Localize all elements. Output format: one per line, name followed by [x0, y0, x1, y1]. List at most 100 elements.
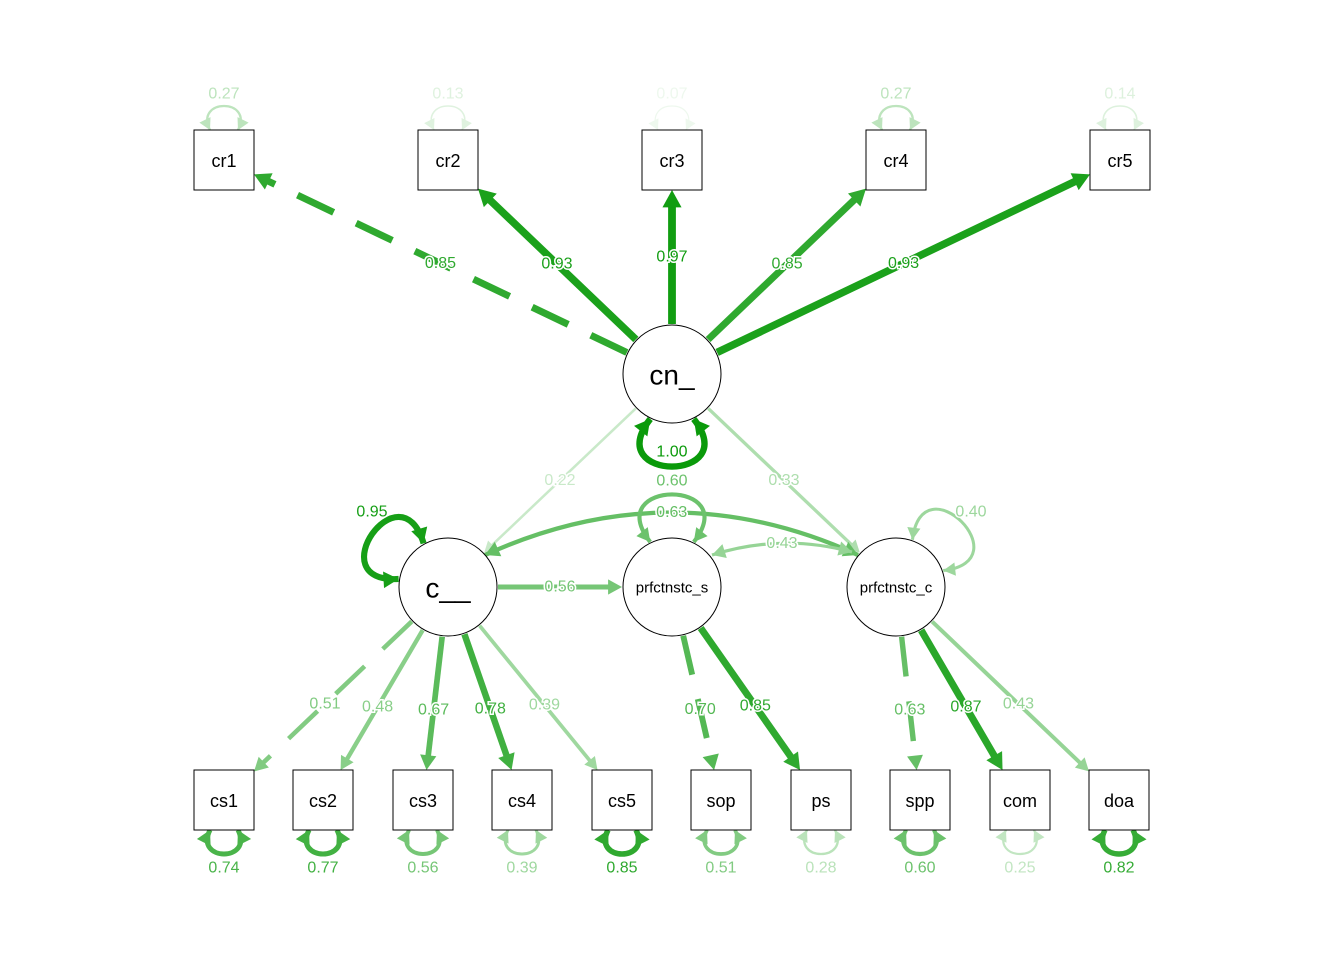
node-label-cs1: cs1 [210, 791, 238, 811]
residual-spp [901, 829, 939, 857]
arrowhead-icon [734, 830, 747, 845]
node-label-cr4: cr4 [883, 151, 908, 171]
covariance-prfctnstc_s-prfctnstc_c [711, 541, 853, 557]
arrowhead-icon [254, 173, 273, 190]
arrowhead-icon [420, 754, 437, 770]
observed-node-cr5 [1089, 129, 1151, 191]
path-label-cn_-cr3: 0.97 [656, 249, 687, 266]
arrowhead-icon [907, 754, 923, 770]
path-label-c__-cs1: 0.51 [309, 695, 340, 712]
path-label-cn_-cr4: 0.85 [772, 256, 803, 273]
path-label-prfctnstc_s-sop: 0.70 [685, 701, 716, 718]
node-label-cr1: cr1 [211, 151, 236, 171]
path-label-c__-prfctnstc_s: 0.56 [544, 579, 575, 596]
arrowhead-icon [485, 541, 502, 557]
node-label-prfctnstc_s: prfctnstc_s [636, 580, 709, 597]
arrowhead-icon [340, 754, 354, 770]
path-cn_-prfctnstc_c [707, 407, 854, 548]
arrowhead-icon [1091, 830, 1106, 847]
path-prfctnstc_s-ps [697, 625, 796, 762]
residual-cs2-label: 0.77 [307, 860, 338, 877]
path-cn_-cr2 [485, 195, 639, 343]
arrowhead-icon [909, 117, 921, 130]
path-label-c__-cs4: 0.78 [475, 700, 506, 717]
arrowhead-icon [662, 190, 682, 208]
arrowhead-icon [837, 541, 852, 556]
arrowhead-icon [635, 830, 650, 847]
residual-doa [1099, 828, 1139, 857]
arrowhead-icon [871, 117, 883, 130]
arrowhead-icon [535, 830, 548, 844]
path-label-prfctnstc_c-doa: 0.43 [1003, 695, 1034, 712]
residual-cs5 [602, 828, 642, 857]
path-c__-cs1 [260, 619, 414, 766]
arrowhead-icon [383, 571, 399, 589]
path-label-prfctnstc_s-ps: 0.85 [740, 698, 771, 715]
arrowhead-icon [695, 830, 708, 845]
path-label-cn_-prfctnstc_c: 0.33 [768, 472, 799, 489]
observed-node-cs1 [193, 769, 255, 831]
path-cn_-cr4 [705, 195, 859, 342]
arrowhead-icon [237, 117, 249, 130]
residual-prfctnstc_s-label: 0.60 [656, 473, 687, 490]
arrowhead-icon [1133, 117, 1144, 130]
node-label-cr3: cr3 [659, 151, 684, 171]
arrowhead-icon [834, 830, 846, 843]
residual-cs1 [205, 828, 243, 857]
arrowhead-icon [702, 753, 719, 770]
arrowhead-icon [436, 830, 450, 845]
arrowhead-icon [424, 117, 435, 130]
residual-cr3-label: 0.07 [656, 86, 687, 103]
arrowhead-icon [498, 752, 515, 770]
arrowhead-icon [907, 527, 921, 540]
path-label-c__-cs5: 0.39 [529, 697, 560, 714]
node-label-c__: c__ [425, 573, 471, 604]
arrowhead-icon [496, 830, 509, 844]
arrowhead-icon [584, 755, 598, 770]
arrowhead-icon [411, 526, 428, 544]
residual-prfctnstc_c-label: 0.40 [955, 504, 986, 521]
arrowhead-icon [1132, 830, 1147, 847]
path-prfctnstc_c-spp [898, 636, 919, 759]
node-label-cs4: cs4 [508, 791, 536, 811]
path-cn_-c__ [489, 407, 637, 548]
observed-node-sop [690, 769, 752, 831]
node-label-spp: spp [905, 791, 934, 811]
arrowhead-icon [295, 830, 310, 847]
node-label-prfctnstc_c: prfctnstc_c [860, 580, 933, 597]
observed-node-ps [790, 769, 852, 831]
residual-cr2 [430, 105, 466, 131]
arrowhead-icon [336, 830, 351, 847]
path-c__-cs3 [425, 636, 445, 759]
node-label-com: com [1003, 791, 1037, 811]
path-c__-cs2 [344, 629, 425, 762]
node-label-doa: doa [1104, 791, 1135, 811]
path-prfctnstc_c-doa [930, 620, 1083, 766]
covariance-c__-prfctnstc_c [484, 510, 859, 557]
node-label-cs5: cs5 [608, 791, 636, 811]
covariance-label: 0.63 [656, 504, 687, 521]
residual-cr1 [206, 104, 242, 131]
residual-spp-label: 0.60 [904, 860, 935, 877]
residual-cs2 [303, 828, 343, 857]
path-cn_-cr1 [264, 176, 629, 356]
node-label-sop: sop [706, 791, 735, 811]
arrowhead-icon [1070, 173, 1090, 191]
arrowhead-icon [847, 188, 866, 207]
residual-cs5-label: 0.85 [606, 860, 637, 877]
path-prfctnstc_c-com [918, 628, 999, 761]
arrowhead-icon [685, 118, 696, 130]
residual-c__-label: 0.95 [356, 504, 387, 521]
path-label-cn_-cr2: 0.93 [541, 256, 572, 273]
arrowhead-icon [893, 830, 907, 846]
path-label-cn_-cr5: 0.93 [888, 255, 919, 272]
arrowhead-icon [712, 544, 727, 558]
arrowhead-icon [461, 117, 472, 130]
residual-cr2-label: 0.13 [432, 86, 463, 103]
path-label-cn_-c__: 0.22 [544, 472, 575, 489]
arrowhead-icon [693, 527, 708, 542]
arrowhead-icon [237, 830, 252, 846]
residual-cn_ [636, 417, 708, 470]
